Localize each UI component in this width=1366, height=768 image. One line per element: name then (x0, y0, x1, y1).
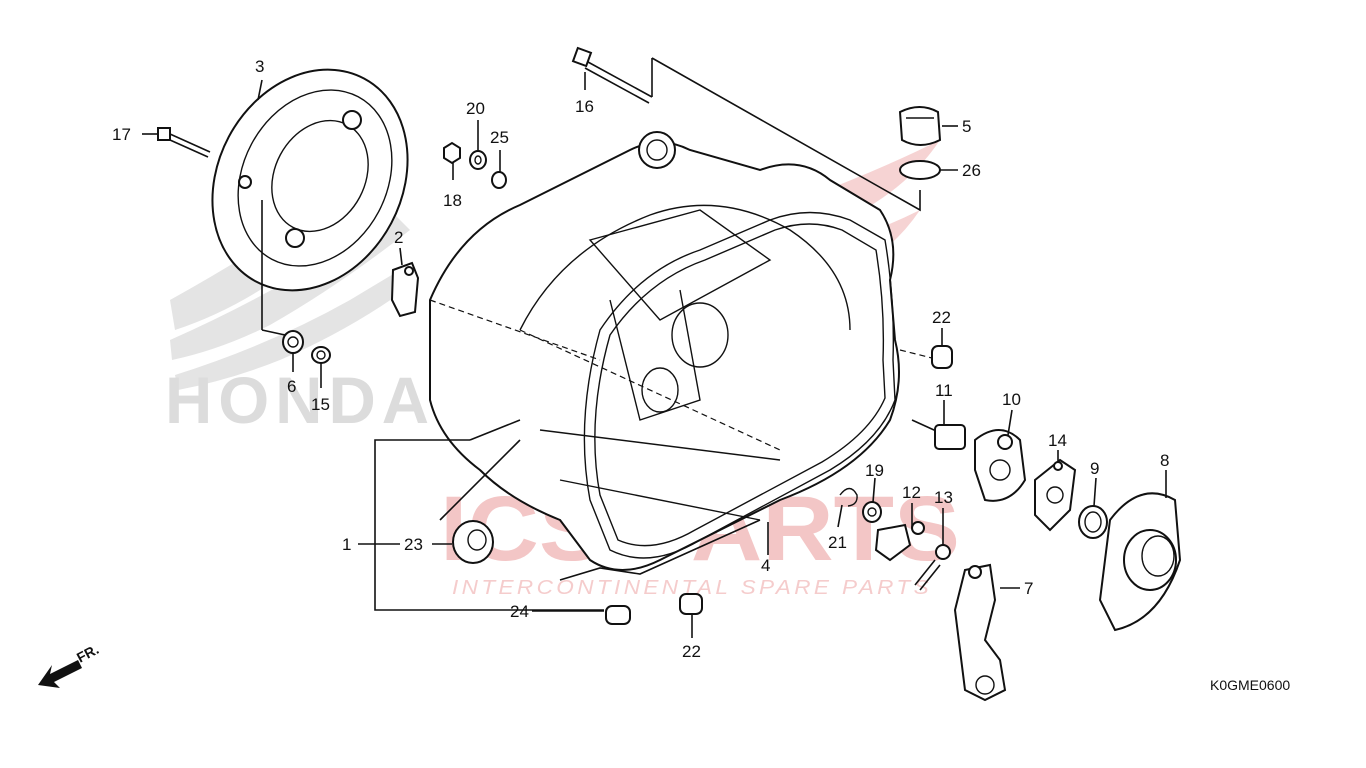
callout-21: 21 (828, 533, 847, 552)
part-23-bearing (452, 520, 494, 564)
callout-11: 11 (935, 381, 953, 400)
part-15-bushing (311, 346, 331, 364)
part-11-shaft (911, 419, 966, 450)
part-19-washer (862, 501, 882, 523)
part-26-oring (899, 160, 941, 180)
part-7-lever (953, 563, 1007, 702)
part-9-spring (1078, 505, 1108, 539)
callout-22-lower: 22 (682, 642, 701, 661)
part-20-washer (469, 150, 487, 170)
callout-26: 26 (962, 161, 981, 180)
part-gasket (583, 211, 896, 559)
callout-22-upper: 22 (932, 308, 951, 327)
callout-3: 3 (255, 57, 264, 76)
part-25-oring (491, 171, 507, 189)
part-6-grommet (282, 330, 304, 354)
part-8-cap (1098, 492, 1182, 632)
callout-10: 10 (1002, 390, 1021, 409)
callout-20: 20 (466, 99, 485, 118)
callout-labels: 1 2 3 4 5 6 7 8 9 10 11 12 13 14 15 16 1… (112, 57, 1169, 661)
callout-23: 23 (404, 535, 423, 554)
callout-8: 8 (1160, 451, 1169, 470)
callout-7: 7 (1024, 579, 1033, 598)
front-direction-arrow-icon: FR. (38, 641, 101, 688)
ics-tagline-text: INTERCONTINENTAL SPARE PARTS (452, 577, 932, 599)
callout-6: 6 (287, 377, 296, 396)
part-17-bolt (157, 127, 211, 158)
part-22-dowel-lower (679, 593, 703, 615)
callout-19: 19 (865, 461, 884, 480)
part-18-nut (443, 141, 461, 165)
callout-16: 16 (575, 97, 594, 116)
callout-17: 17 (112, 125, 131, 144)
callout-2: 2 (394, 228, 403, 247)
part-4-crankcase-cover (429, 131, 900, 571)
part-24-seal (605, 605, 631, 625)
callout-25: 25 (490, 128, 509, 147)
callout-5: 5 (962, 117, 971, 136)
callout-18: 18 (443, 191, 462, 210)
callout-15: 15 (311, 395, 330, 414)
part-14-bracket (1034, 458, 1077, 532)
callout-9: 9 (1090, 459, 1099, 478)
part-22-dowel-upper (931, 345, 953, 369)
part-16-bolt (571, 46, 653, 104)
part-21-clip (839, 487, 858, 507)
callout-24: 24 (510, 602, 529, 621)
part-2-clip (390, 261, 420, 318)
callout-12: 12 (902, 483, 921, 502)
callout-1: 1 (342, 535, 351, 554)
callout-4: 4 (761, 556, 770, 575)
callout-14: 14 (1048, 431, 1067, 450)
honda-logo-text: HONDA (165, 363, 435, 437)
part-13-link (914, 544, 951, 591)
diagram-reference-code: K0GME0600 (1210, 677, 1290, 693)
leader-lines (142, 57, 1167, 638)
callout-13: 13 (934, 488, 953, 507)
part-5-plug (898, 106, 942, 146)
part-10-plate (974, 429, 1027, 502)
